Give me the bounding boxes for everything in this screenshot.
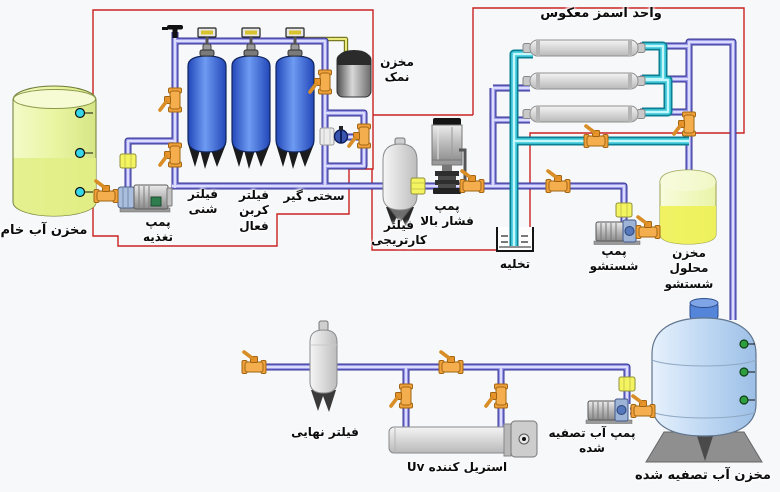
flow-meter-icon [615, 202, 633, 218]
wash-pump [593, 219, 641, 245]
label-high-pressure-pump: پمپ فشار بالا [420, 199, 474, 229]
air-valve-icon [162, 25, 183, 38]
label-wash-pump: پمپ شستشو [589, 244, 639, 274]
label-cartridge-filter: فیلتر کارتریجی [371, 218, 427, 248]
label-raw-water-tank: مخزن آب خام [0, 223, 88, 238]
softener-tank [275, 55, 315, 169]
ro-membrane-1 [522, 39, 646, 57]
ro-and-flush-section-outline [371, 7, 745, 251]
flow-meter-icon [618, 376, 636, 392]
label-treated-water-pump: پمپ آب تصفیه شده [548, 426, 636, 456]
drain-basin-marks [499, 235, 531, 248]
ro-membrane-3 [522, 105, 646, 123]
pretreatment-section-outline [92, 9, 374, 247]
cartridge-filter [382, 137, 418, 227]
softener-bypass-assembly [319, 126, 349, 146]
high-pressure-pump [431, 118, 467, 194]
label-salt-tank: مخزن نمک [380, 55, 414, 85]
ro-membrane-vessels [522, 39, 646, 123]
uv-sterilizer [388, 420, 538, 458]
section-outlines [92, 7, 745, 251]
salt-tank [336, 50, 372, 98]
label-wash-solution-tank: مخزن محلول شستشو [664, 246, 714, 291]
backwash-valve-2 [158, 141, 184, 169]
feed-pump [117, 184, 173, 213]
wash-solution-tank [659, 169, 717, 245]
label-sand-filter: فیلتر شنی [187, 187, 219, 217]
treated-water-tank [645, 298, 763, 463]
treated-water-pump [585, 398, 633, 424]
label-softener: سختی گیر [283, 189, 345, 203]
carbon-filter-tank [231, 55, 271, 169]
product-outlet-valve [240, 350, 268, 376]
sand-filter-tank [187, 55, 227, 169]
label-final-filter: فیلتر نهایی [291, 425, 359, 439]
label-ro-unit: واحد اسمز معکوس [540, 6, 662, 21]
flow-meter-icon [119, 153, 137, 169]
concentrate-valve [582, 124, 610, 150]
flush-valve [672, 110, 698, 138]
label-carbon-filter: فیلتر کربن فعال [238, 188, 270, 233]
level-sensor-icon [74, 107, 93, 198]
wash-pump-suction-valve [634, 215, 662, 241]
hp-pump-discharge-valve [458, 169, 486, 195]
final-filter [309, 320, 338, 412]
raw-water-tank [12, 85, 97, 217]
label-feed-pump: پمپ تغذیه [143, 215, 173, 245]
ro-membrane-2 [522, 72, 646, 90]
product-line-valve [437, 350, 465, 376]
uv-inlet-valve [389, 382, 415, 410]
label-treated-water-tank: مخزن آب تصفیه شده [635, 468, 771, 483]
feed-line-valve [544, 169, 572, 195]
flow-meter-icon [410, 177, 426, 195]
label-drain: تخلیه [499, 257, 531, 271]
backwash-valve-1 [158, 86, 184, 114]
raw-tank-outlet-valve [92, 179, 120, 205]
label-uv-sterilizer: استریل کننده Uv [406, 460, 508, 474]
uv-outlet-valve [484, 382, 510, 410]
level-sensor-icon [739, 339, 755, 405]
